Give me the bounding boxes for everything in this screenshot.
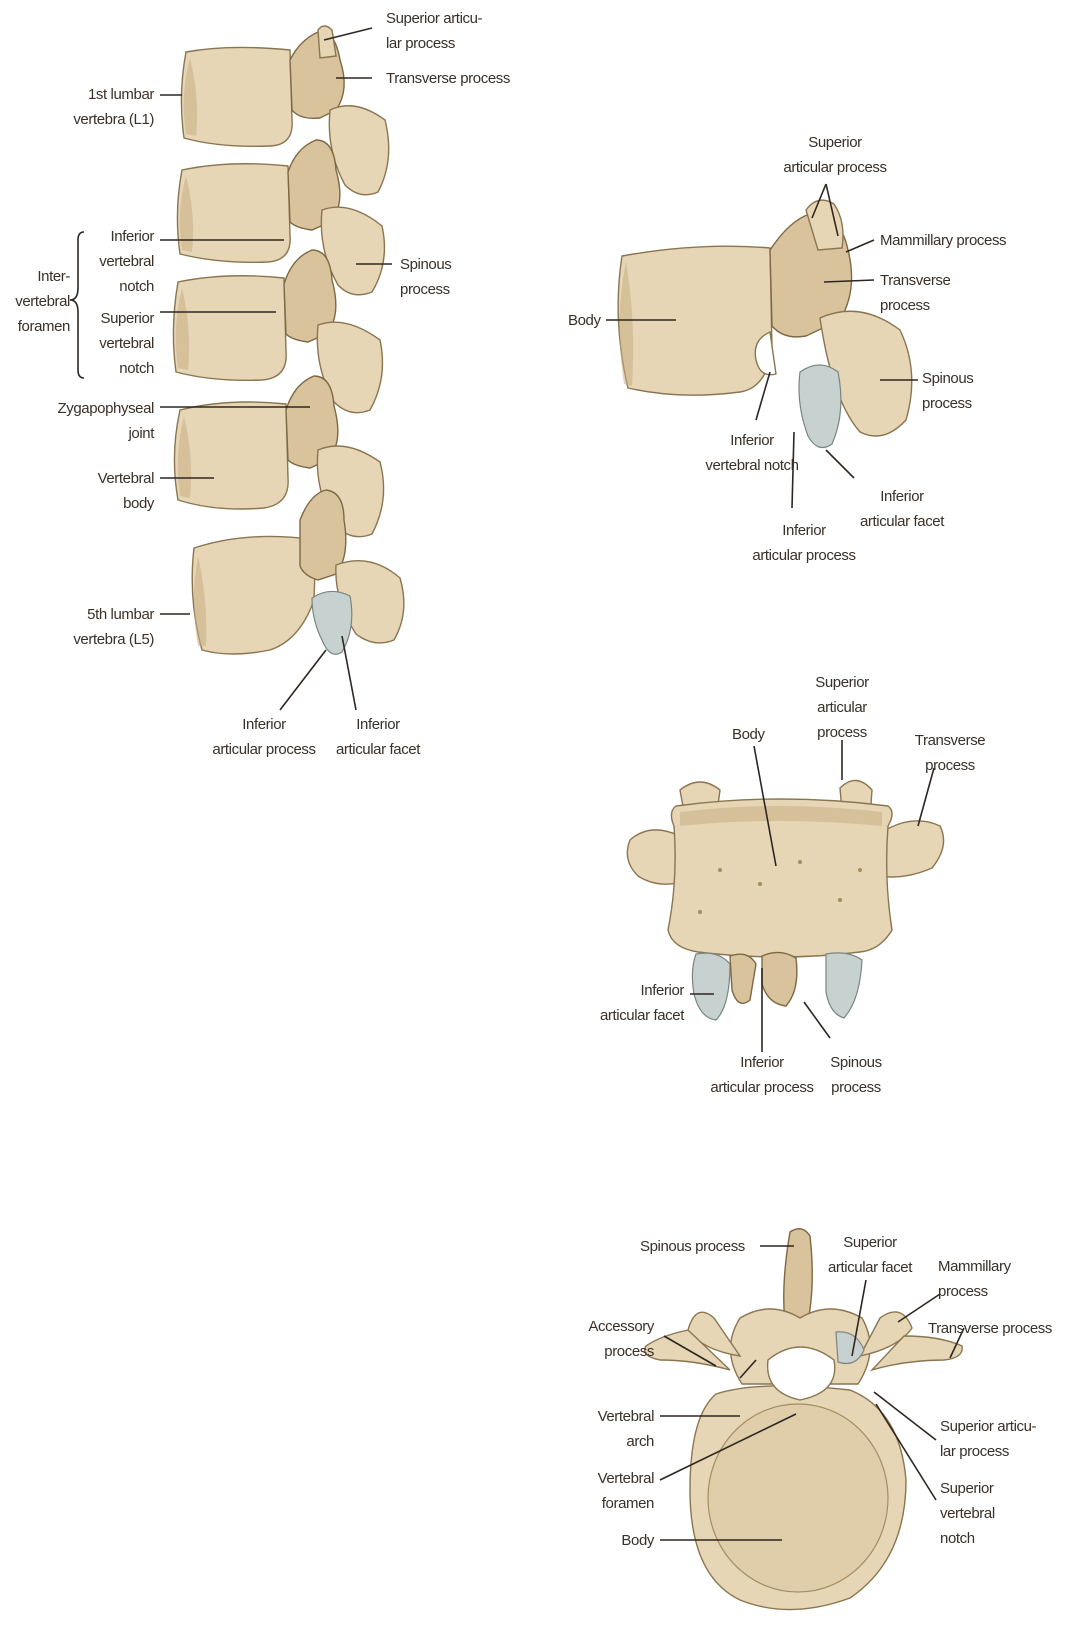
label-lat-inferior-articular-process: Inferior articular process	[740, 518, 868, 568]
label-sup-superior-articular-facet: Superior articular facet	[820, 1230, 920, 1280]
label-first-lumbar-vertebra: 1st lumbar vertebra (L1)	[40, 82, 154, 132]
label-sup-vertebral-arch: Vertebral arch	[560, 1404, 654, 1454]
label-lat-mammillary-process: Mammillary process	[880, 228, 1006, 253]
label-sup-superior-articular-process: Superior articu- lar process	[940, 1414, 1036, 1464]
label-sup-accessory-process: Accessory process	[560, 1314, 654, 1364]
label-col-spinous-process: Spinous process	[400, 252, 451, 302]
label-col-inferior-articular-process: Inferior articular process	[196, 712, 332, 762]
label-col-superior-articular-process: Superior articu- lar process	[386, 6, 482, 56]
label-ant-inferior-articular-facet: Inferior articular facet	[560, 978, 684, 1028]
label-col-superior-vertebral-notch: Superior vertebral notch	[60, 306, 154, 381]
label-lat-inferior-vertebral-notch: Inferior vertebral notch	[686, 428, 818, 478]
label-sup-spinous-process: Spinous process	[640, 1234, 745, 1259]
label-vertebral-body: Vertebral body	[60, 466, 154, 516]
label-sup-vertebral-foramen: Vertebral foramen	[560, 1466, 654, 1516]
label-lat-spinous-process: Spinous process	[922, 366, 973, 416]
label-lat-superior-articular-process: Superior articular process	[780, 130, 890, 180]
label-col-transverse-process: Transverse process	[386, 66, 510, 91]
label-zygapophyseal-joint: Zygapophyseal joint	[10, 396, 154, 446]
label-ant-superior-articular-process: Superior articular process	[804, 670, 880, 745]
label-ant-inferior-articular-process: Inferior articular process	[696, 1050, 828, 1100]
label-col-inferior-vertebral-notch: Inferior vertebral notch	[60, 224, 154, 299]
label-lat-body: Body	[568, 308, 601, 333]
lumbar-vertebra-superior	[645, 1229, 964, 1610]
label-lat-transverse-process: Transverse process	[880, 268, 950, 318]
label-ant-spinous-process: Spinous process	[818, 1050, 894, 1100]
label-sup-transverse-process: Transverse process	[928, 1316, 1052, 1341]
label-sup-body: Body	[560, 1528, 654, 1553]
label-ant-transverse-process: Transverse process	[908, 728, 992, 778]
label-col-inferior-articular-facet: Inferior articular facet	[326, 712, 430, 762]
label-sup-superior-vertebral-notch: Superior vertebral notch	[940, 1476, 995, 1551]
label-sup-mammillary-process: Mammillary process	[938, 1254, 1011, 1304]
label-ant-body: Body	[732, 722, 765, 747]
label-fifth-lumbar-vertebra: 5th lumbar vertebra (L5)	[30, 602, 154, 652]
